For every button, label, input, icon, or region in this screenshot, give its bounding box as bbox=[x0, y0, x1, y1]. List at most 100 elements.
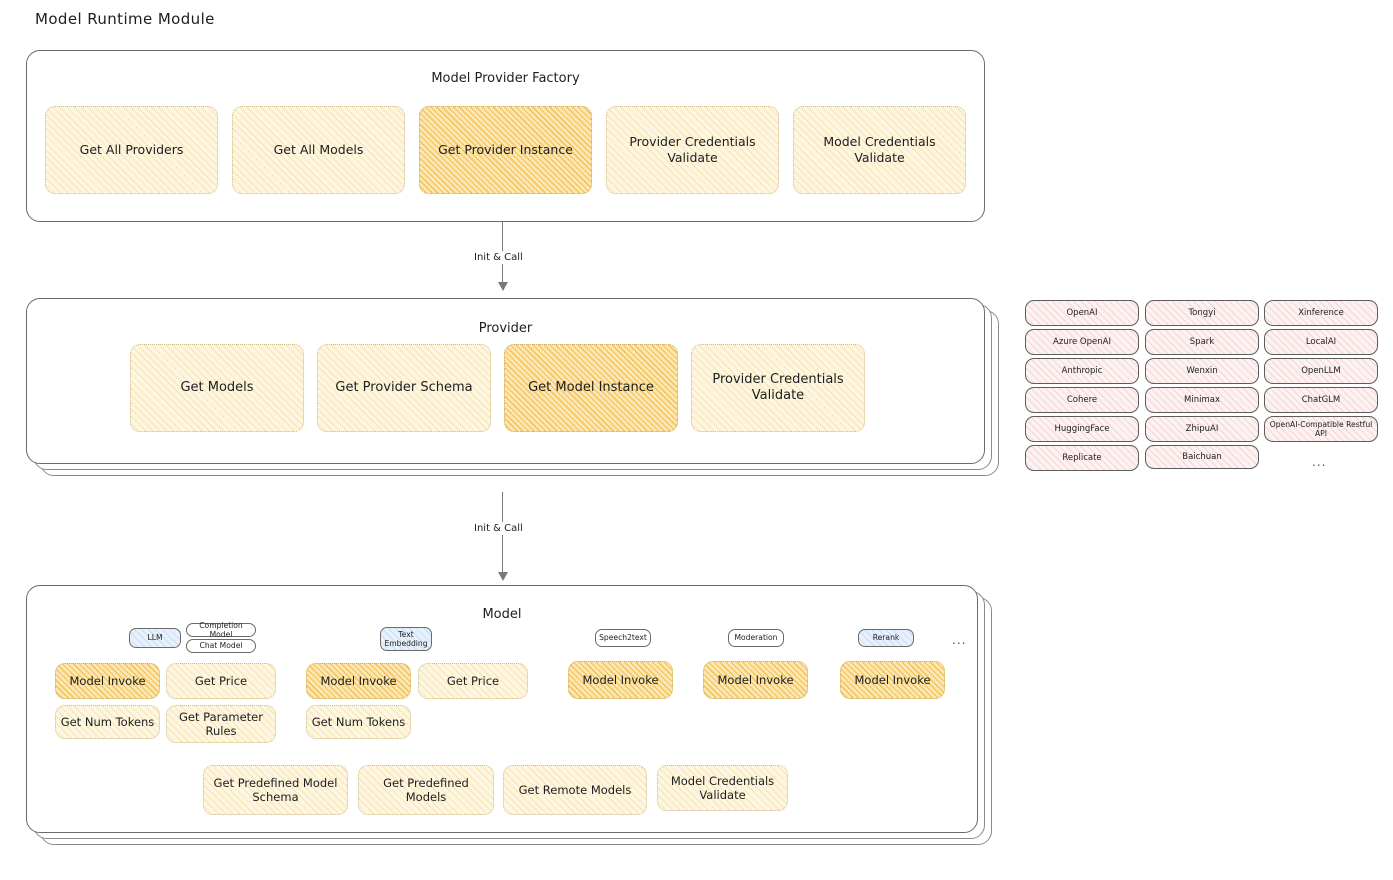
provider-box-label: Get Model Instance bbox=[528, 379, 654, 395]
provider-box-get-provider-schema[interactable]: Get Provider Schema bbox=[317, 344, 491, 432]
op-label: Get Num Tokens bbox=[60, 714, 155, 729]
provider-pill-label: ChatGLM bbox=[1301, 395, 1341, 405]
model-type-tag-rerank[interactable]: Rerank bbox=[858, 629, 914, 647]
provider-pill-localai[interactable]: LocalAI bbox=[1264, 329, 1378, 355]
provider-pill-label: Anthropic bbox=[1061, 366, 1103, 376]
model-type-label: LLM bbox=[147, 633, 163, 643]
page-title: Model Runtime Module bbox=[35, 10, 215, 28]
factory-box-label: Get All Models bbox=[273, 142, 364, 158]
provider-pill-minimax[interactable]: Minimax bbox=[1145, 387, 1259, 413]
provider-pill-huggingface[interactable]: HuggingFace bbox=[1025, 416, 1139, 442]
op-label: Model Invoke bbox=[69, 673, 146, 688]
op-label: Get Predefined Model Schema bbox=[213, 775, 338, 804]
provider-pill-label: Replicate bbox=[1062, 453, 1102, 463]
embedding-op-model-invoke[interactable]: Model Invoke bbox=[306, 663, 411, 699]
provider-box-label: Get Provider Schema bbox=[335, 379, 473, 395]
provider-pill-label: Baichuan bbox=[1182, 452, 1222, 462]
provider-pill-wenxin[interactable]: Wenxin bbox=[1145, 358, 1259, 384]
embedding-op-get-num-tokens[interactable]: Get Num Tokens bbox=[306, 705, 411, 739]
provider-pill-label: ZhipuAI bbox=[1185, 424, 1219, 434]
common-op-get-predefined-models[interactable]: Get Predefined Models bbox=[358, 765, 494, 815]
op-label: Get Predefined Models bbox=[383, 775, 469, 804]
provider-pill-label: Minimax bbox=[1184, 395, 1220, 405]
common-op-get-predefined-model-schema[interactable]: Get Predefined Model Schema bbox=[203, 765, 348, 815]
provider-pill-replicate[interactable]: Replicate bbox=[1025, 445, 1139, 471]
factory-box-model-credentials-validate[interactable]: Model Credentials Validate bbox=[793, 106, 966, 194]
provider-pill-openai[interactable]: OpenAI bbox=[1025, 300, 1139, 326]
provider-list-more-ellipsis: ... bbox=[1312, 455, 1327, 469]
factory-box-label: Model Credentials Validate bbox=[823, 134, 936, 165]
provider-box-get-model-instance[interactable]: Get Model Instance bbox=[504, 344, 678, 432]
model-type-label: Moderation bbox=[734, 633, 778, 643]
provider-pill-tongyi[interactable]: Tongyi bbox=[1145, 300, 1259, 326]
arrow-factory-to-provider-head bbox=[497, 282, 508, 291]
provider-pill-zhipuai[interactable]: ZhipuAI bbox=[1145, 416, 1259, 442]
factory-box-label: Provider Credentials Validate bbox=[629, 134, 756, 165]
provider-pill-spark[interactable]: Spark bbox=[1145, 329, 1259, 355]
op-label: Model Invoke bbox=[854, 672, 931, 687]
provider-box-label: Get Models bbox=[180, 379, 254, 395]
model-type-tag-moderation[interactable]: Moderation bbox=[728, 629, 784, 647]
provider-pill-label: Cohere bbox=[1066, 395, 1098, 405]
model-type-label: Rerank bbox=[872, 633, 900, 643]
provider-pill-openai-compatible-restful-api[interactable]: OpenAI-Compatible Restful API bbox=[1264, 416, 1378, 442]
factory-box-get-all-models[interactable]: Get All Models bbox=[232, 106, 405, 194]
factory-box-get-all-providers[interactable]: Get All Providers bbox=[45, 106, 218, 194]
provider-pill-label: OpenAI bbox=[1066, 308, 1098, 318]
provider-pill-label: Tongyi bbox=[1188, 308, 1216, 318]
provider-pill-label: HuggingFace bbox=[1054, 424, 1110, 434]
provider-pill-chatglm[interactable]: ChatGLM bbox=[1264, 387, 1378, 413]
factory-box-get-provider-instance[interactable]: Get Provider Instance bbox=[419, 106, 592, 194]
model-title: Model bbox=[482, 607, 522, 622]
llm-op-get-price[interactable]: Get Price bbox=[166, 663, 276, 699]
op-label: Get Price bbox=[194, 673, 248, 688]
provider-pill-label: OpenLLM bbox=[1301, 366, 1341, 376]
op-label: Model Credentials Validate bbox=[670, 773, 775, 802]
provider-pill-baichuan[interactable]: Baichuan bbox=[1145, 445, 1259, 469]
provider-pill-label: Wenxin bbox=[1186, 366, 1218, 376]
llm-op-get-parameter-rules[interactable]: Get Parameter Rules bbox=[166, 705, 276, 743]
op-label: Get Parameter Rules bbox=[179, 709, 263, 738]
model-type-tag-speech2text[interactable]: Speech2text bbox=[595, 629, 651, 647]
model-type-label: Text Embedding bbox=[384, 629, 428, 648]
llm-op-model-invoke[interactable]: Model Invoke bbox=[55, 663, 160, 699]
provider-box-provider-credentials-validate[interactable]: Provider Credentials Validate bbox=[691, 344, 865, 432]
provider-pill-label: Azure OpenAI bbox=[1053, 337, 1111, 347]
model-type-tag-text-embedding[interactable]: Text Embedding bbox=[380, 627, 432, 651]
common-op-model-credentials-validate[interactable]: Model Credentials Validate bbox=[657, 765, 788, 811]
provider-pill-openllm[interactable]: OpenLLM bbox=[1264, 358, 1378, 384]
op-label: Model Invoke bbox=[320, 673, 397, 688]
provider-pill-anthropic[interactable]: Anthropic bbox=[1025, 358, 1139, 384]
model-type-label: Completion Model bbox=[199, 620, 243, 639]
common-op-get-remote-models[interactable]: Get Remote Models bbox=[503, 765, 647, 815]
provider-pill-cohere[interactable]: Cohere bbox=[1025, 387, 1139, 413]
op-label: Get Remote Models bbox=[518, 782, 632, 797]
arrow-provider-to-model-label: Init & Call bbox=[470, 522, 527, 535]
speech2text-op-model-invoke[interactable]: Model Invoke bbox=[568, 661, 673, 699]
arrow-provider-to-model-head bbox=[497, 572, 508, 581]
model-types-more-ellipsis: ... bbox=[952, 633, 967, 647]
arrow-factory-to-provider-label: Init & Call bbox=[470, 251, 527, 264]
provider-pill-xinference[interactable]: Xinference bbox=[1264, 300, 1378, 326]
model-type-label: Speech2text bbox=[599, 633, 647, 643]
model-type-tag-completion-model[interactable]: Completion Model bbox=[186, 620, 256, 639]
op-label: Get Num Tokens bbox=[311, 714, 406, 729]
moderation-op-model-invoke[interactable]: Model Invoke bbox=[703, 661, 808, 699]
op-label: Model Invoke bbox=[582, 672, 659, 687]
model-type-tag-chat-model[interactable]: Chat Model bbox=[186, 639, 256, 653]
provider-box-label: Provider Credentials Validate bbox=[712, 371, 844, 403]
llm-op-get-num-tokens[interactable]: Get Num Tokens bbox=[55, 705, 160, 739]
rerank-op-model-invoke[interactable]: Model Invoke bbox=[840, 661, 945, 699]
provider-pill-label: OpenAI-Compatible Restful API bbox=[1269, 420, 1373, 438]
provider-title: Provider bbox=[478, 321, 533, 336]
provider-pill-label: LocalAI bbox=[1305, 337, 1337, 347]
provider-pill-label: Spark bbox=[1189, 337, 1215, 347]
op-label: Get Price bbox=[446, 673, 500, 688]
model-type-tag-llm[interactable]: LLM bbox=[129, 628, 181, 648]
provider-box-get-models[interactable]: Get Models bbox=[130, 344, 304, 432]
provider-pill-azure-openai[interactable]: Azure OpenAI bbox=[1025, 329, 1139, 355]
embedding-op-get-price[interactable]: Get Price bbox=[418, 663, 528, 699]
factory-box-provider-credentials-validate[interactable]: Provider Credentials Validate bbox=[606, 106, 779, 194]
factory-box-label: Get Provider Instance bbox=[438, 142, 573, 158]
